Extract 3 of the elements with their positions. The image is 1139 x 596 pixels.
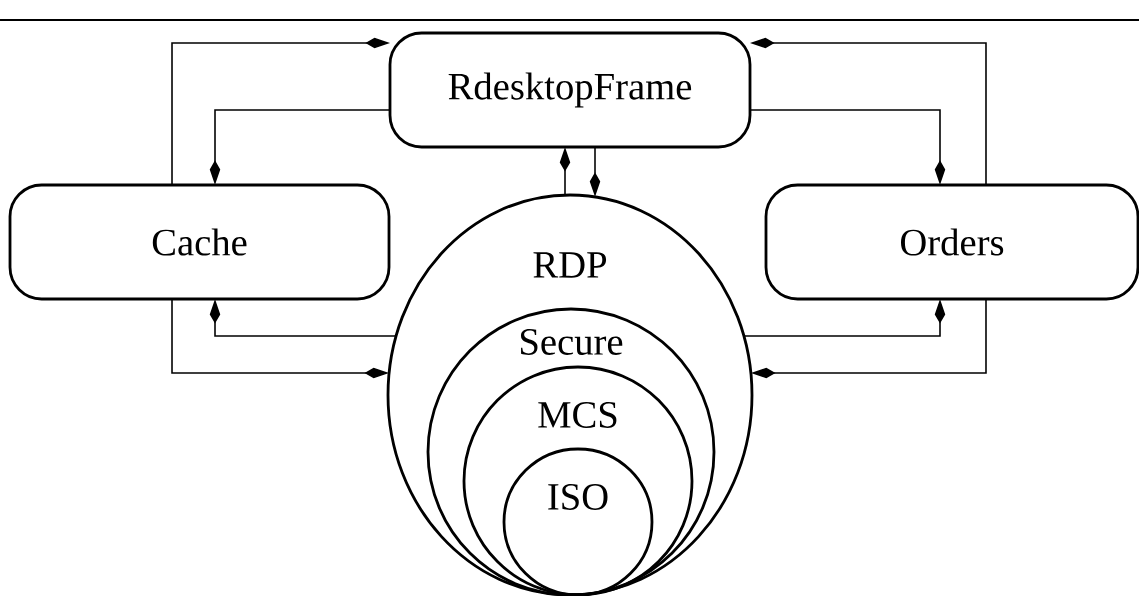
process-box: Orders xyxy=(764,183,1139,301)
process-box: Cache xyxy=(8,183,391,301)
process-box: RdesktopFrame xyxy=(388,31,752,149)
